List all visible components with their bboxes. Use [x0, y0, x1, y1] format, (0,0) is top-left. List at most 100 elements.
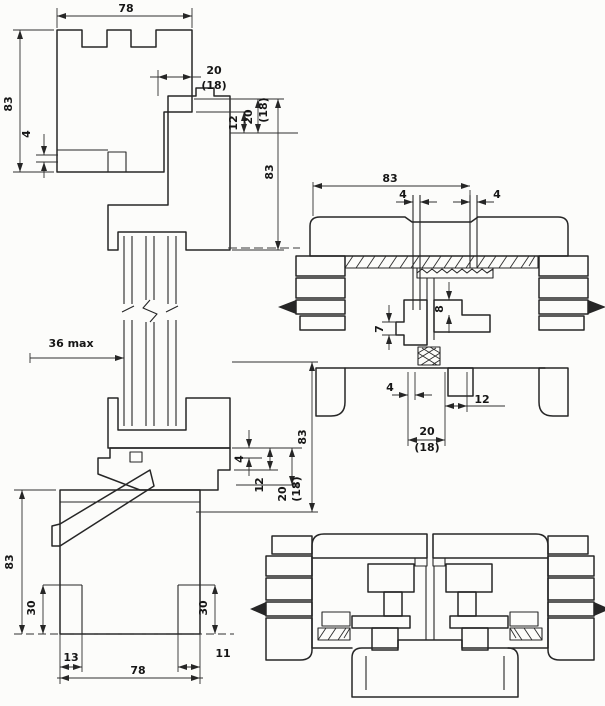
dim-head-gap: 4	[20, 130, 33, 138]
left-outer-top-slab	[271, 535, 313, 555]
meeting-right-half	[432, 533, 605, 661]
sill-section-view: 4 12 20 (18) 83 83 30 30 13 11 78	[3, 361, 318, 684]
dim-head-width: 78	[118, 2, 133, 15]
jamb-packer-hatch	[417, 346, 441, 366]
dim-sill-groove-left: 30	[25, 600, 38, 616]
jamb-glass-lines	[412, 195, 478, 345]
jamb-right-lower-block	[538, 367, 569, 417]
jamb-left-profile	[278, 255, 346, 417]
jamb-left-lower-block	[315, 367, 346, 417]
right-sash-band	[432, 533, 549, 559]
right-center-block	[432, 557, 446, 567]
right-flange-arrow	[594, 602, 605, 616]
jamb-right-profile	[538, 255, 605, 417]
dim-jamb-glass-gap-left: 4	[399, 188, 407, 201]
dim-sill-step: 12	[253, 477, 266, 492]
left-outer-slabs	[265, 555, 313, 617]
dim-head-reveal-alt: (18)	[201, 79, 226, 92]
left-bead-foot	[351, 615, 411, 629]
dim-sill-width: 78	[130, 664, 145, 677]
left-flange-arrow	[250, 602, 266, 616]
glazing-dim-line	[29, 353, 124, 363]
meeting-stiles-view	[250, 533, 605, 698]
left-hammer-head	[367, 563, 415, 593]
left-outer-lower	[265, 617, 313, 661]
dim-sill-sash-height: 83	[296, 429, 309, 444]
left-center-block	[414, 557, 428, 567]
center-joint-lines	[425, 534, 435, 640]
head-frame-detail	[57, 149, 127, 173]
dim-sill-height: 83	[3, 554, 16, 569]
dim-jamb-reveal-alt: (18)	[414, 441, 439, 454]
jamb-packing-hatch	[344, 255, 536, 269]
dim-jamb-bead: 7	[373, 325, 386, 333]
drip-bar-profile	[51, 469, 155, 547]
dim-head-sash-reveal-alt: (18)	[257, 97, 270, 122]
glazing-lines	[123, 236, 177, 426]
bottom-board-inner-lines	[365, 656, 505, 690]
dim-jamb-width: 83	[382, 172, 397, 185]
dim-head-sash-height: 83	[263, 164, 276, 179]
glazing-bead-serration	[416, 267, 494, 279]
jamb-left-slabs	[295, 255, 346, 331]
jamb-head-band	[309, 216, 569, 257]
left-sash-band	[311, 533, 428, 559]
head-dim-lines	[13, 8, 298, 251]
jamb-section-view: 83 4 4 7 8 4 12 20 (18)	[278, 172, 605, 454]
dim-jamb-clearance: 4	[386, 381, 394, 394]
left-leg	[371, 627, 399, 651]
jamb-center-block-left	[395, 299, 428, 346]
dim-head-step: 12	[227, 115, 240, 130]
dim-head-reveal: 20	[206, 64, 222, 77]
dim-sill-gap: 4	[233, 455, 246, 463]
meeting-left-half	[250, 533, 428, 661]
bottom-sash-profile	[107, 397, 231, 449]
right-hatch-strip	[509, 627, 543, 641]
jamb-left-flange-arrow	[278, 300, 296, 314]
dim-sill-reveal-alt: (18)	[290, 476, 303, 501]
jamb-center-block-right	[433, 299, 491, 333]
right-leg	[461, 627, 489, 651]
jamb-right-flange-arrow	[588, 300, 605, 314]
left-hatch-lines	[317, 627, 351, 641]
dim-jamb-reveal: 20	[419, 425, 435, 438]
dim-jamb-glass-gap-right: 4	[493, 188, 501, 201]
right-bead-foot	[449, 615, 509, 629]
dim-sill-margin-right: 11	[215, 647, 230, 660]
dim-head-height: 83	[2, 96, 15, 111]
dim-head-sash-reveal: 20	[242, 109, 255, 125]
glazing-break-symbol	[121, 299, 179, 323]
glazing-unit: 36 max	[29, 236, 300, 426]
dim-jamb-offset: 12	[474, 393, 489, 406]
bottom-board	[351, 639, 519, 698]
dim-sill-reveal: 20	[276, 486, 289, 502]
head-section-view: 78 83 4 20 (18) 12 20 (18) 83	[2, 2, 298, 251]
weatherstrip-detail	[129, 451, 143, 463]
head-frame-profile	[56, 29, 193, 173]
right-hammer-head	[445, 563, 493, 593]
head-sash-profile	[107, 87, 231, 251]
jamb-lower-block-right-of-center	[447, 367, 474, 397]
jamb-right-slabs	[538, 255, 589, 331]
glazing-max-dimension: 36 max	[29, 337, 124, 363]
dim-sill-groove-right: 30	[197, 600, 210, 616]
jamb-dimensions: 83 4 4 7 8 4 12 20 (18)	[312, 172, 505, 454]
right-hatch-lines	[509, 627, 543, 641]
left-hatch-strip	[317, 627, 351, 641]
right-outer-lower	[547, 617, 595, 661]
sill-detail-lines	[60, 501, 200, 634]
right-hammer-stem	[457, 591, 477, 617]
head-dimensions: 78 83 4 20 (18) 12 20 (18) 83	[2, 2, 298, 251]
dim-jamb-step: 8	[433, 305, 446, 313]
sill-dimensions: 4 12 20 (18) 83 83 30 30 13 11 78	[3, 361, 318, 684]
dim-glazing-max: 36 max	[48, 337, 93, 350]
right-glazing-bead	[509, 611, 539, 627]
left-hammer-stem	[383, 591, 403, 617]
transom-profile	[97, 447, 231, 491]
right-outer-top-slab	[547, 535, 589, 555]
glazing-dim-arrow	[115, 355, 124, 361]
left-glazing-bead	[321, 611, 351, 627]
dim-sill-margin-left: 13	[63, 651, 78, 664]
